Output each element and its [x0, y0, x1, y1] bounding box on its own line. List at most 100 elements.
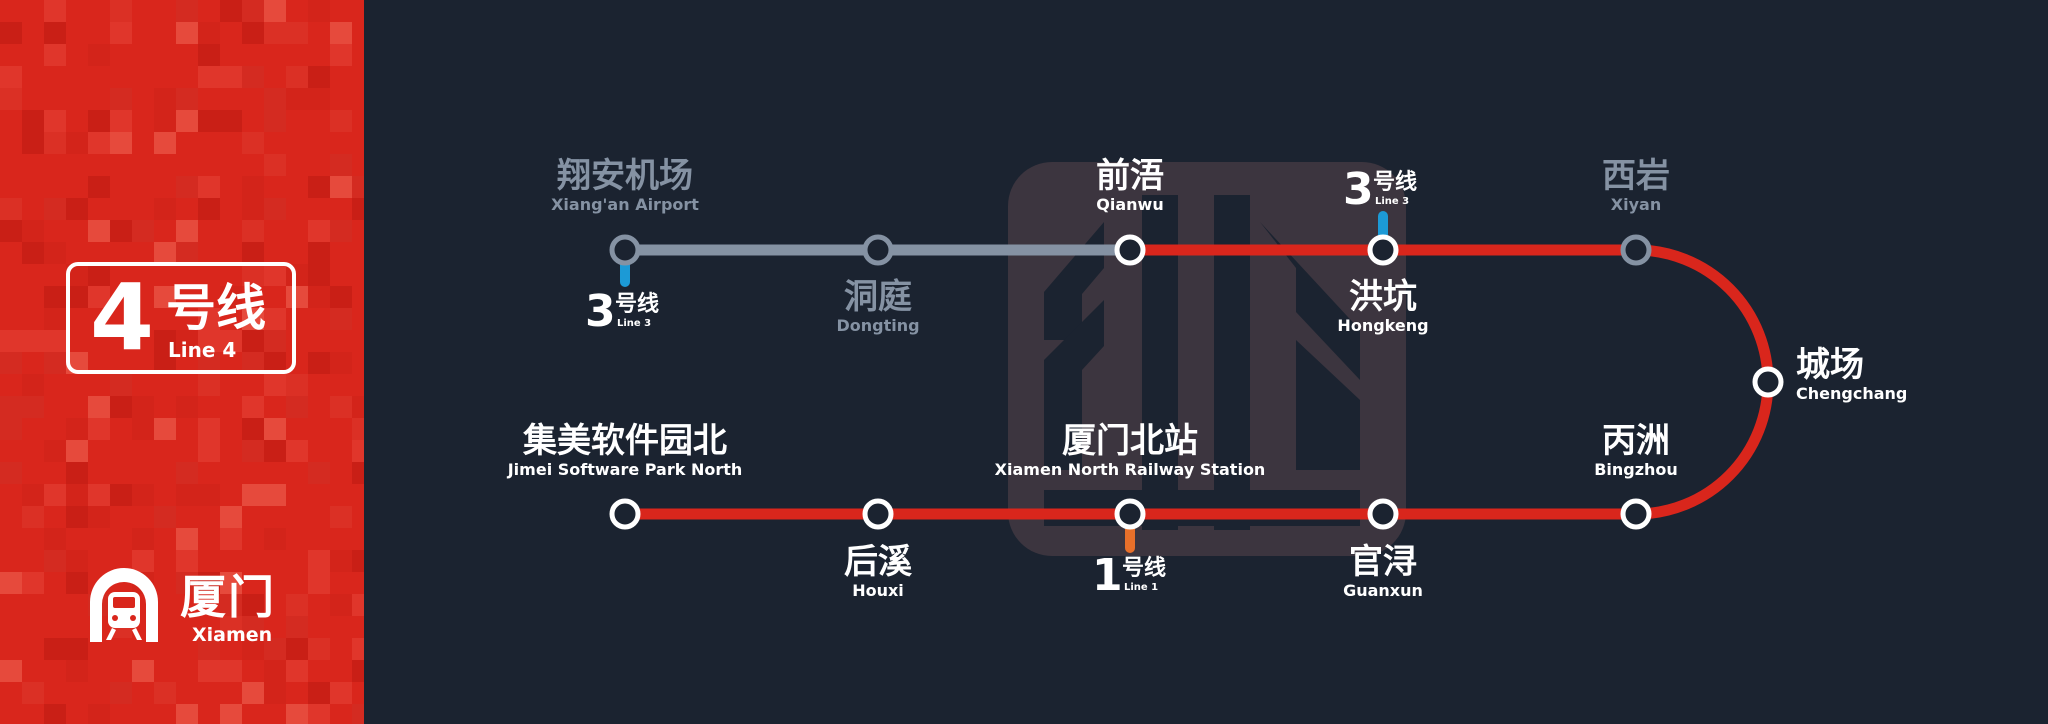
mosaic-cell	[198, 22, 220, 44]
mosaic-cell	[264, 88, 286, 110]
mosaic-cell	[44, 0, 66, 22]
mosaic-cell	[352, 660, 364, 682]
mosaic-cell	[220, 594, 242, 616]
mosaic-cell	[308, 220, 330, 242]
mosaic-cell	[110, 396, 132, 418]
station-marker-qianwu[interactable]	[1114, 234, 1146, 266]
mosaic-cell	[154, 110, 176, 132]
mosaic-cell	[110, 220, 132, 242]
transfer-line-name-en: Line 3	[617, 318, 652, 329]
mosaic-cell	[154, 286, 176, 308]
mosaic-cell	[44, 308, 66, 330]
mosaic-cell	[154, 418, 176, 440]
mosaic-cell	[44, 528, 66, 550]
mosaic-cell	[110, 22, 132, 44]
line-side-panel: 4 号线 Line 4 厦门 Xiamen	[0, 0, 364, 724]
mosaic-cell	[154, 88, 176, 110]
station-marker-bingzhou[interactable]	[1620, 498, 1652, 530]
mosaic-cell	[132, 550, 154, 572]
mosaic-cell	[0, 572, 22, 594]
mosaic-cell	[330, 176, 352, 198]
station-marker-dongting[interactable]	[862, 234, 894, 266]
station-name-cn: 前浯	[1096, 156, 1164, 196]
mosaic-cell	[264, 264, 286, 286]
transfer-line-name-cn: 号线	[1373, 170, 1418, 195]
station-name-cn: 后溪	[844, 542, 912, 582]
mosaic-cell	[88, 396, 110, 418]
station-label-guanxun: 官浔 Guanxun	[1343, 543, 1423, 601]
mosaic-cell	[22, 682, 44, 704]
station-marker-chengchang[interactable]	[1752, 366, 1784, 398]
transfer-line-name-en: Line 3	[1375, 196, 1410, 207]
mosaic-cell	[198, 660, 220, 682]
mosaic-cell	[22, 220, 44, 242]
mosaic-cell	[176, 462, 198, 484]
mosaic-cell	[242, 264, 264, 286]
mosaic-cell	[308, 264, 330, 286]
mosaic-cell	[330, 396, 352, 418]
mosaic-cell	[330, 506, 352, 528]
mosaic-cell	[132, 418, 154, 440]
city-name-cn: 厦门	[180, 570, 276, 624]
mosaic-cell	[264, 374, 286, 396]
mosaic-cell	[330, 308, 352, 330]
station-marker-xiyan[interactable]	[1620, 234, 1652, 266]
mosaic-cell	[44, 352, 66, 374]
mosaic-cell	[110, 0, 132, 22]
mosaic-cell	[176, 396, 198, 418]
mosaic-cell	[22, 374, 44, 396]
mosaic-cell	[286, 594, 308, 616]
mosaic-cell	[286, 616, 308, 638]
mosaic-cell	[0, 220, 22, 242]
mosaic-cell	[330, 110, 352, 132]
mosaic-cell	[66, 132, 88, 154]
mosaic-cell	[308, 572, 330, 594]
mosaic-cell	[308, 462, 330, 484]
mosaic-cell	[66, 506, 88, 528]
transfer-line-number: 1	[1092, 550, 1123, 601]
transfer-line-name-cn: 号线	[615, 292, 660, 317]
mosaic-cell	[242, 330, 264, 352]
mosaic-cell	[198, 352, 220, 374]
mosaic-cell	[308, 176, 330, 198]
mosaic-cell	[242, 308, 264, 330]
mosaic-cell	[242, 352, 264, 374]
mosaic-cell	[242, 616, 264, 638]
mosaic-cell	[154, 682, 176, 704]
station-marker-guanxun[interactable]	[1367, 498, 1399, 530]
mosaic-cell	[220, 616, 242, 638]
station-marker-xiangan-airport[interactable]	[609, 234, 641, 266]
mosaic-cell	[330, 286, 352, 308]
mosaic-cell	[220, 110, 242, 132]
mosaic-cell	[352, 396, 364, 418]
transfer-line-number: 3	[1343, 164, 1374, 215]
mosaic-cell	[0, 396, 22, 418]
mosaic-cell	[154, 132, 176, 154]
mosaic-cell	[264, 352, 286, 374]
mosaic-cell	[198, 638, 220, 660]
station-marker-houxi[interactable]	[862, 498, 894, 530]
mosaic-cell	[22, 110, 44, 132]
mosaic-cell	[198, 198, 220, 220]
mosaic-cell	[264, 638, 286, 660]
mosaic-cell	[308, 66, 330, 88]
mosaic-cell	[154, 198, 176, 220]
mosaic-cell	[308, 638, 330, 660]
station-marker-jimei-software-park-north[interactable]	[609, 498, 641, 530]
mosaic-cell	[0, 22, 22, 44]
station-marker-xiamen-north[interactable]	[1114, 498, 1146, 530]
mosaic-cell	[110, 110, 132, 132]
mosaic-cell	[176, 176, 198, 198]
mosaic-cell	[154, 352, 176, 374]
station-marker-hongkeng[interactable]	[1367, 234, 1399, 266]
mosaic-cell	[242, 198, 264, 220]
station-name-en: Guanxun	[1343, 581, 1423, 600]
mosaic-cell	[198, 484, 220, 506]
station-name-cn: 西岩	[1602, 156, 1670, 196]
mosaic-cell	[88, 220, 110, 242]
mosaic-cell	[66, 638, 88, 660]
mosaic-cell	[264, 484, 286, 506]
mosaic-cell	[264, 660, 286, 682]
mosaic-cell	[88, 704, 110, 724]
